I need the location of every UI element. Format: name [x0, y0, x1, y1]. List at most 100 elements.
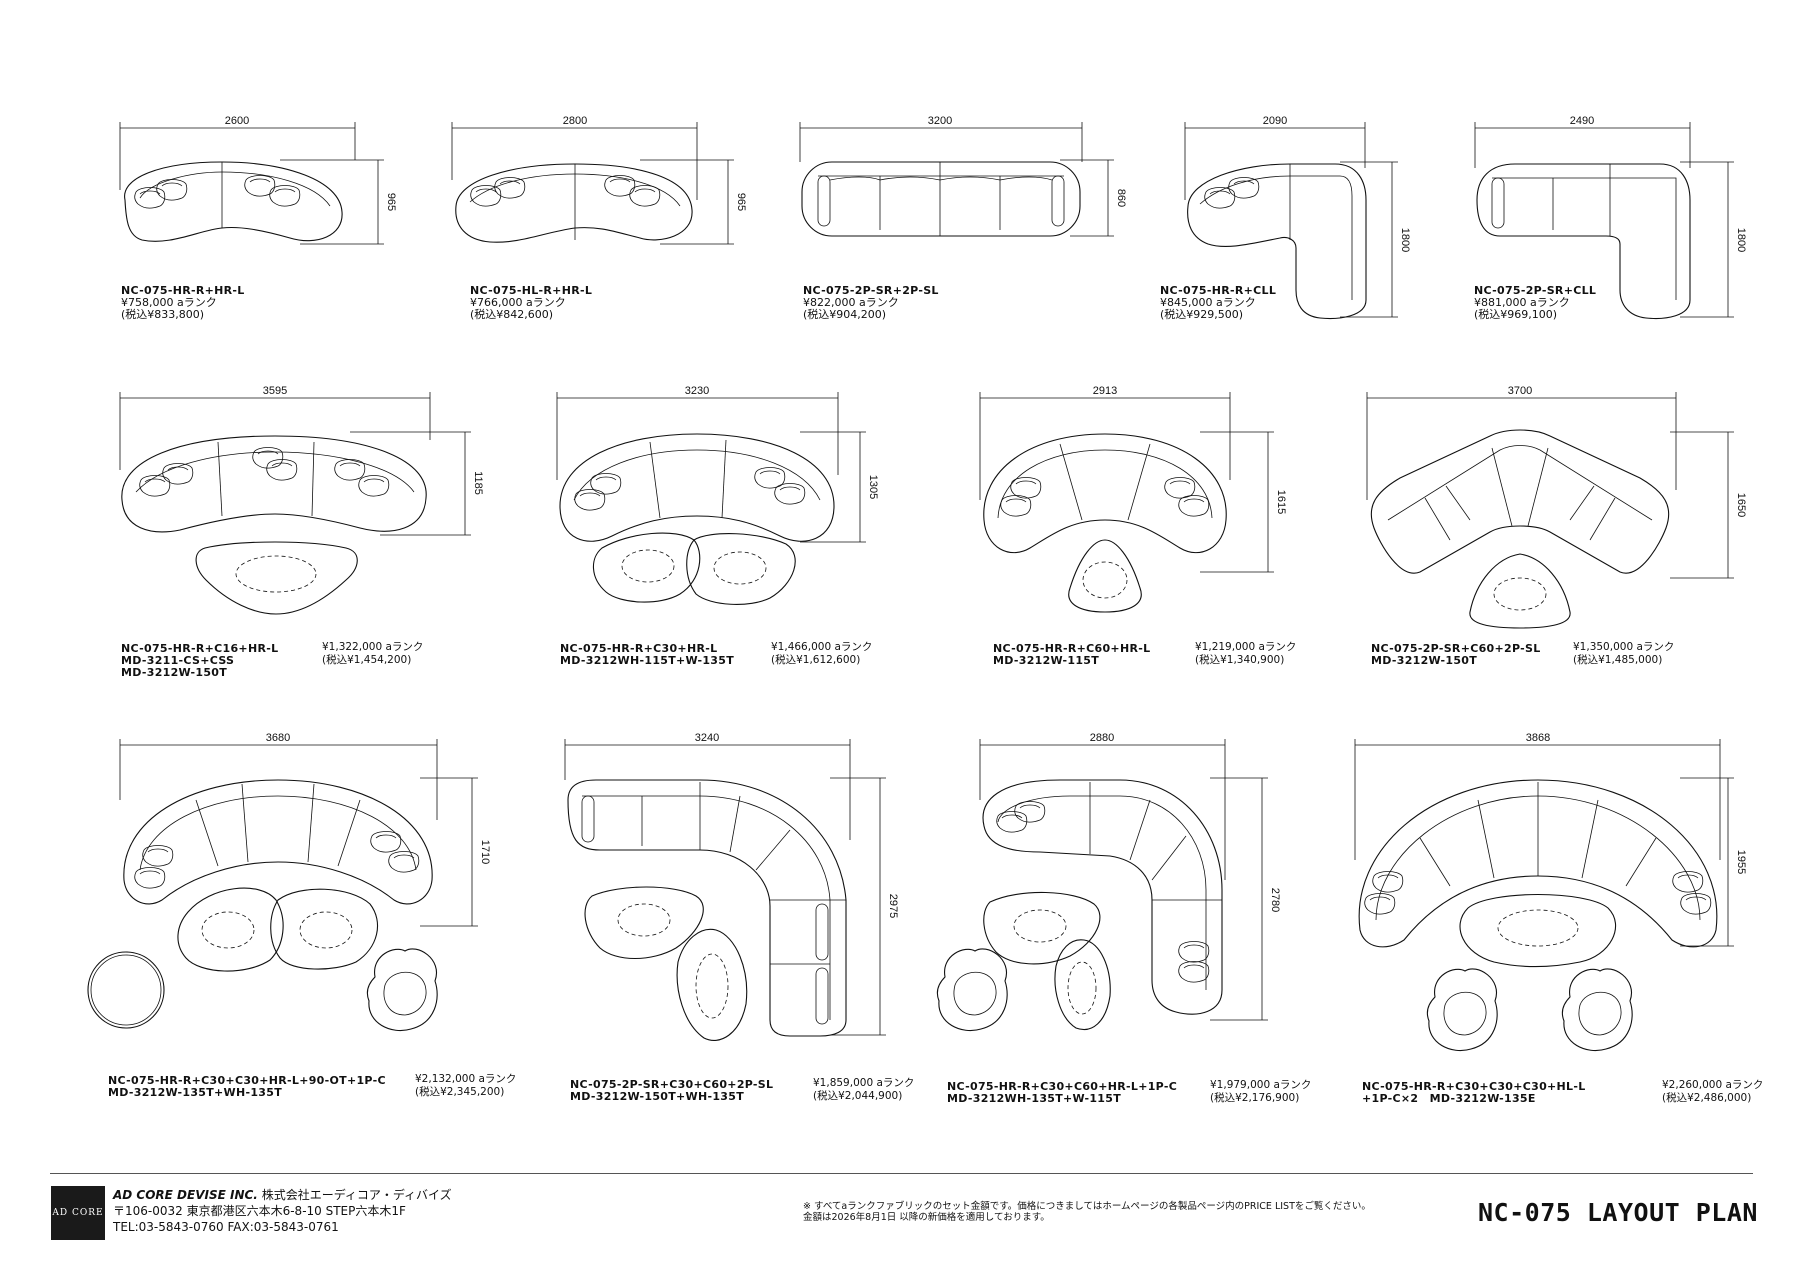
plan-8-price-block: ¥1,219,000 aランク (税込¥1,340,900): [1195, 641, 1296, 667]
plan-7-price-block: ¥1,466,000 aランク (税込¥1,612,600): [771, 641, 872, 667]
plan-3-code: NC-075-2P-SR+2P-SL: [803, 284, 939, 297]
plan-10-drawing: 3680 1710: [87, 732, 491, 1032]
plan-2-width: 2800: [563, 115, 587, 127]
plan-11-label: NC-075-2P-SR+C30+C60+2P-SL MD-3212W-150T…: [570, 1079, 773, 1103]
plan-2-label: NC-075-HL-R+HR-L ¥766,000 aランク (税込¥842,6…: [470, 285, 592, 321]
plan-9-price: ¥1,350,000 aランク: [1573, 641, 1675, 653]
plan-6-code: NC-075-HR-R+C16+HR-L: [121, 642, 279, 655]
plan-2-drawing: 2800 965: [451, 115, 747, 245]
company-phone: TEL:03-5843-0760 FAX:03-5843-0761: [113, 1220, 339, 1234]
plan-13-label: NC-075-HR-R+C30+C30+C30+HL-L +1P-C×2 MD-…: [1362, 1081, 1586, 1105]
plan-3-drawing: 3200 860: [799, 115, 1127, 237]
plan-11-depth: 2975: [887, 894, 899, 918]
plan-2-price: ¥766,000 aランク: [470, 296, 566, 309]
price-note-line-2: 金額は2026年8月1日 以降の新価格を適用しております。: [803, 1212, 1050, 1223]
plan-6-label: NC-075-HR-R+C16+HR-L MD-3211-CS+CSS MD-3…: [121, 643, 278, 679]
plan-7-code: NC-075-HR-R+C30+HR-L: [560, 642, 718, 655]
plan-8-drawing: 2913 1615: [979, 385, 1287, 613]
plan-5-tax-price: (税込¥969,100): [1474, 308, 1558, 321]
plan-5-width: 2490: [1570, 115, 1594, 127]
plan-7-drawing: 3230 1305: [556, 385, 879, 605]
plan-1-width: 2600: [225, 115, 249, 127]
plan-6-table-code: MD-3211-CS+CSS: [121, 654, 235, 667]
plan-7-table-code: MD-3212WH-115T+W-135T: [560, 654, 735, 667]
price-note: ※ すべてaランクファブリックのセット金額です。価格につきましてはホームページの…: [803, 1201, 1371, 1223]
plan-9-tax-price: (税込¥1,485,000): [1573, 654, 1663, 666]
plan-1-drawing: 2600 965: [119, 115, 397, 245]
plan-10-tax-price: (税込¥2,345,200): [415, 1086, 505, 1098]
plan-10-price-block: ¥2,132,000 aランク (税込¥2,345,200): [415, 1073, 516, 1099]
plan-12-width: 2880: [1090, 732, 1114, 744]
plan-1-depth: 965: [385, 193, 397, 211]
plan-7-label: NC-075-HR-R+C30+HR-L MD-3212WH-115T+W-13…: [560, 643, 734, 667]
plan-9-width: 3700: [1508, 385, 1532, 397]
plan-1-price: ¥758,000 aランク: [121, 296, 217, 309]
plan-13-table-code: +1P-C×2 MD-3212W-135E: [1362, 1092, 1536, 1105]
plan-9-code: NC-075-2P-SR+C60+2P-SL: [1371, 642, 1541, 655]
plan-4-drawing: 2090 1800: [1184, 115, 1411, 320]
plan-8-price: ¥1,219,000 aランク: [1195, 641, 1297, 653]
plan-10-table-code: MD-3212W-135T+WH-135T: [108, 1086, 283, 1099]
plan-12-tax-price: (税込¥2,176,900): [1210, 1092, 1300, 1104]
plan-13-price: ¥2,260,000 aランク: [1662, 1079, 1764, 1091]
plan-5-depth: 1800: [1735, 228, 1747, 252]
plan-6-width: 3595: [263, 385, 287, 397]
plan-11-drawing: 3240 2975: [564, 732, 899, 1041]
plan-1-tax-price: (税込¥833,800): [121, 308, 205, 321]
plan-12-price: ¥1,979,000 aランク: [1210, 1079, 1312, 1091]
plan-13-width: 3868: [1526, 732, 1550, 744]
plan-4-depth: 1800: [1399, 228, 1411, 252]
plan-10-price: ¥2,132,000 aランク: [415, 1073, 517, 1085]
plan-9-price-block: ¥1,350,000 aランク (税込¥1,485,000): [1573, 641, 1674, 667]
plan-12-table-code: MD-3212WH-135T+W-115T: [947, 1092, 1122, 1105]
company-address: 〒106-0032 東京都港区六本木6-8-10 STEP六本木1F: [113, 1204, 406, 1218]
plan-9-drawing: 3700 1650: [1366, 385, 1747, 629]
document-title: NC-075 LAYOUT PLAN: [1478, 1198, 1758, 1227]
company-logo: AD CORE: [51, 1186, 105, 1240]
plan-7-depth: 1305: [867, 475, 879, 499]
company-name-en: AD CORE DEVISE INC.: [113, 1188, 258, 1202]
plan-8-width: 2913: [1093, 385, 1117, 397]
logo-text: AD CORE: [52, 1208, 104, 1218]
footer-divider: [50, 1173, 1753, 1174]
plan-13-tax-price: (税込¥2,486,000): [1662, 1092, 1752, 1104]
plan-4-width: 2090: [1263, 115, 1287, 127]
plan-8-label: NC-075-HR-R+C60+HR-L MD-3212W-115T: [993, 643, 1150, 667]
plan-12-code: NC-075-HR-R+C30+C60+HR-L+1P-C: [947, 1080, 1178, 1093]
plan-3-width: 3200: [928, 115, 952, 127]
plan-9-table-code: MD-3212W-150T: [1371, 654, 1478, 667]
plan-11-tax-price: (税込¥2,044,900): [813, 1090, 903, 1102]
plan-5-price: ¥881,000 aランク: [1474, 296, 1570, 309]
plan-7-price: ¥1,466,000 aランク: [771, 641, 873, 653]
plan-5-code: NC-075-2P-SR+CLL: [1474, 284, 1597, 297]
plan-4-tax-price: (税込¥929,500): [1160, 308, 1244, 321]
plan-6-price-block: ¥1,322,000 aランク (税込¥1,454,200): [322, 641, 423, 667]
plan-3-depth: 860: [1115, 189, 1127, 207]
plan-3-label: NC-075-2P-SR+2P-SL ¥822,000 aランク (税込¥904…: [803, 285, 939, 321]
plan-10-depth: 1710: [479, 840, 491, 864]
plan-2-depth: 965: [735, 193, 747, 211]
plan-11-table-code: MD-3212W-150T+WH-135T: [570, 1090, 745, 1103]
plan-12-label: NC-075-HR-R+C30+C60+HR-L+1P-C MD-3212WH-…: [947, 1081, 1177, 1105]
plan-10-code: NC-075-HR-R+C30+C30+HR-L+90-OT+1P-C: [108, 1074, 386, 1087]
plan-10-label: NC-075-HR-R+C30+C30+HR-L+90-OT+1P-C MD-3…: [108, 1075, 386, 1099]
plan-8-depth: 1615: [1275, 490, 1287, 514]
plan-6-price: ¥1,322,000 aランク: [322, 641, 424, 653]
plan-3-price: ¥822,000 aランク: [803, 296, 899, 309]
plan-2-code: NC-075-HL-R+HR-L: [470, 284, 593, 297]
plan-7-tax-price: (税込¥1,612,600): [771, 654, 861, 666]
plan-7-width: 3230: [685, 385, 709, 397]
price-note-line-1: ※ すべてaランクファブリックのセット金額です。価格につきましてはホームページの…: [803, 1201, 1371, 1212]
plan-1-code: NC-075-HR-R+HR-L: [121, 284, 245, 297]
plan-5-label: NC-075-2P-SR+CLL ¥881,000 aランク (税込¥969,1…: [1474, 285, 1596, 321]
plan-5-drawing: 2490 1800: [1474, 115, 1747, 320]
plan-10-width: 3680: [266, 732, 290, 744]
plan-8-code: NC-075-HR-R+C60+HR-L: [993, 642, 1151, 655]
plan-13-price-block: ¥2,260,000 aランク (税込¥2,486,000): [1662, 1079, 1763, 1105]
plan-11-code: NC-075-2P-SR+C30+C60+2P-SL: [570, 1078, 774, 1091]
plan-1-label: NC-075-HR-R+HR-L ¥758,000 aランク (税込¥833,8…: [121, 285, 245, 321]
plan-6-depth: 1185: [472, 471, 484, 495]
plan-13-code: NC-075-HR-R+C30+C30+C30+HL-L: [1362, 1080, 1586, 1093]
plan-12-drawing: 2880 2780: [936, 732, 1281, 1032]
